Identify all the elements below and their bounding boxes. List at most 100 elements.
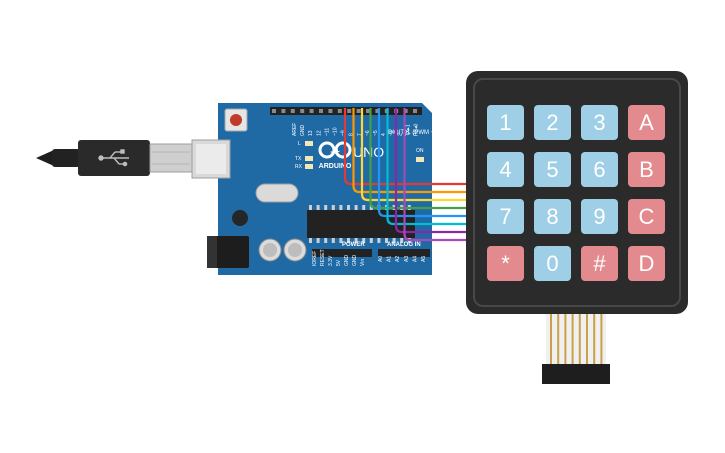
jumper-wires[interactable] [343,108,475,242]
digital-pin-hole[interactable] [319,109,323,113]
jumper-wire[interactable] [369,108,475,210]
tx-led [305,156,313,161]
key-cap[interactable] [487,246,524,281]
key-4[interactable]: 4 [487,152,524,187]
key-cap[interactable] [534,105,571,140]
key-cap[interactable] [628,199,665,234]
chip-pin [362,238,366,243]
jumper-wire[interactable] [360,108,474,202]
pin-label: RX◂0 [414,124,420,136]
jumper-wire[interactable] [352,108,475,194]
key-0[interactable]: 0 [534,246,571,281]
digital-pin-hole[interactable] [281,109,286,113]
key-7[interactable]: 7 [487,199,524,234]
key-6[interactable]: 6 [581,152,618,187]
usb-cable[interactable] [36,140,193,176]
chip-pin [392,238,396,243]
key-cap[interactable] [581,105,618,140]
key-9[interactable]: 9 [581,199,618,234]
chip-pin [331,205,335,210]
key-B[interactable]: B [628,152,665,187]
key-label: 5 [546,157,558,182]
crystal-oscillator [255,183,299,203]
key-cap[interactable] [487,152,524,187]
pin-label: IOREF [312,251,318,266]
chip-pin [309,238,312,243]
key-#[interactable]: # [581,246,618,281]
digital-label: DIGITAL (PWM ~) [388,130,436,136]
reset-button-cap[interactable] [230,114,242,126]
rx-led-label: RX [295,164,303,170]
chip-pin [369,238,373,243]
key-cap[interactable] [534,152,571,187]
key-D[interactable]: D [628,246,665,281]
key-cap[interactable] [487,199,524,234]
key-5[interactable]: 5 [534,152,571,187]
key-cap[interactable] [534,246,571,281]
key-3[interactable]: 3 [581,105,618,140]
jumper-wire[interactable] [403,108,475,242]
key-label: * [501,251,510,276]
chip-pin [347,238,350,243]
key-cap[interactable] [581,246,618,281]
l-led-label: L [298,141,301,147]
chip-pin [316,205,320,210]
key-cap[interactable] [581,152,618,187]
pin-label: 4 [381,133,387,136]
key-C[interactable]: C [628,199,665,234]
key-label: D [639,251,655,276]
pin-label: A4 [412,256,418,262]
key-cap[interactable] [581,199,618,234]
digital-pin-hole[interactable] [290,109,295,113]
usb-plug-metal [149,143,193,173]
key-label: 4 [499,157,511,182]
key-*[interactable]: * [487,246,524,281]
key-cap[interactable] [487,105,524,140]
key-label: 1 [499,110,511,135]
key-1[interactable]: 1 [487,105,524,140]
key-2[interactable]: 2 [534,105,571,140]
key-label: 2 [546,110,558,135]
chip-pin [385,238,388,243]
jumper-wire[interactable] [386,108,475,226]
chip-pin [324,238,328,243]
pin-label: A0 [378,256,384,262]
svg-text:- +: - + [330,147,340,156]
digital-pin-hole[interactable] [413,109,417,113]
digital-pin-hole[interactable] [347,109,352,113]
key-8[interactable]: 8 [534,199,571,234]
pin-label: TX▸1 [405,124,411,136]
digital-pin-hole[interactable] [337,109,342,113]
key-label: 6 [593,157,605,182]
jumper-wire[interactable] [343,108,474,186]
pin-label: 3.3V [328,255,334,266]
digital-pin-hole[interactable] [328,109,333,113]
key-cap[interactable] [628,246,665,281]
digital-pin-hole[interactable] [309,109,314,113]
key-cap[interactable] [628,105,665,140]
key-A[interactable]: A [628,105,665,140]
pin-label: ~6 [365,130,371,136]
arduino-logo-icon [318,141,352,159]
jumper-wire[interactable] [377,108,474,218]
digital-pin-hole[interactable] [272,109,276,113]
chip-pin [309,205,312,210]
chip-pin [354,205,358,210]
pin-label: A5 [421,256,427,262]
pin-label: GND [300,125,306,137]
digital-pin-hole[interactable] [356,109,361,113]
digital-pin-hole[interactable] [375,109,380,113]
pin-label: Vin [360,259,366,266]
pin-label: 8 [349,133,355,136]
digital-pin-hole[interactable] [300,109,305,113]
ribbon-backing [546,314,606,364]
power-header [312,249,372,257]
key-cap[interactable] [534,199,571,234]
key-label: A [639,110,654,135]
digital-pin-hole[interactable] [366,109,370,113]
jumper-wire[interactable] [394,108,474,234]
key-cap[interactable] [628,152,665,187]
